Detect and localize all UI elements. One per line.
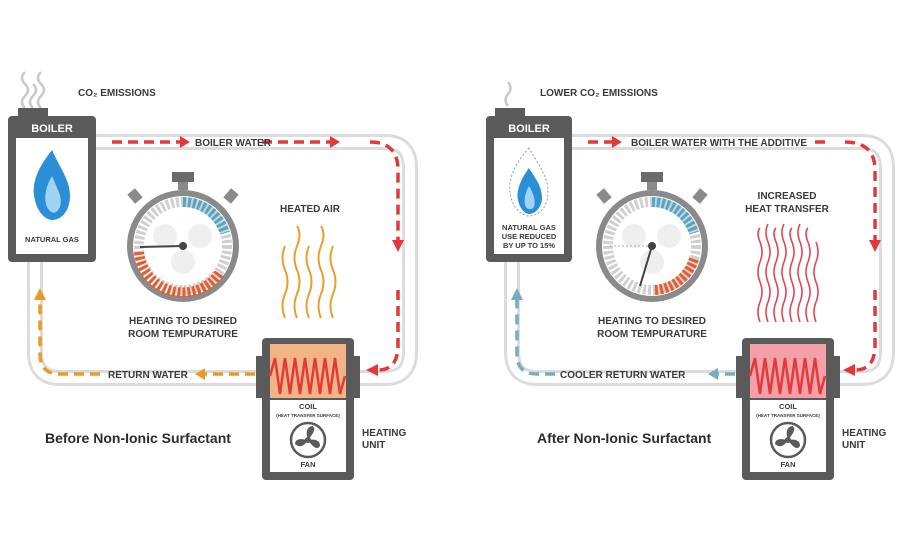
coil-label: COIL — [779, 402, 797, 411]
arrow-icon — [612, 136, 622, 148]
panel-title: After Non-Ionic Surfactant — [537, 430, 712, 446]
emissions-label: LOWER CO₂ EMISSIONS — [540, 88, 658, 99]
arrow-icon — [511, 288, 523, 300]
arrow-icon — [869, 240, 881, 252]
arrow-icon — [392, 240, 404, 252]
boiler: BOILER NATURAL GAS USE REDUCED BY UP TO … — [486, 116, 572, 262]
emissions-label: CO₂ EMISSIONS — [78, 88, 156, 99]
chimney — [18, 108, 48, 116]
arrow-icon — [180, 136, 190, 148]
heating-unit: COIL (HEAT TRANSFER SURFACE) FAN — [256, 338, 360, 480]
fuel-label: NATURAL GAS — [25, 235, 79, 244]
boiler-label: BOILER — [31, 123, 73, 135]
flame-icon — [33, 150, 70, 220]
fuel-label: NATURAL GAS — [502, 223, 556, 232]
arrow-icon — [708, 368, 718, 380]
unit-label: HEATING — [842, 428, 886, 439]
panel-before: CO₂ EMISSIONS BOILER NATURAL GAS BOILER … — [8, 71, 418, 480]
panel-title: Before Non-Ionic Surfactant — [45, 430, 231, 446]
fan-icon — [769, 421, 807, 459]
coil-sublabel: (HEAT TRANSFER SURFACE) — [756, 413, 820, 418]
air-label-line2: HEAT TRANSFER — [745, 204, 829, 215]
heating-unit: COIL (HEAT TRANSFER SURFACE) FAN — [736, 338, 840, 480]
steam-icon — [20, 71, 46, 109]
coil-icon — [268, 357, 347, 395]
boiler: BOILER NATURAL GAS — [8, 116, 96, 262]
arrow-icon — [34, 288, 46, 300]
heat-transfer-waves — [757, 223, 819, 323]
chimney — [495, 108, 525, 116]
unit-label-line2: UNIT — [842, 440, 865, 451]
fan-label: FAN — [301, 460, 316, 469]
gauge-caption: HEATING TO DESIRED — [129, 316, 237, 327]
stopwatch-icon — [596, 172, 708, 302]
arrow-icon — [330, 136, 340, 148]
arrow-icon — [843, 364, 855, 376]
arrow-icon — [195, 368, 205, 380]
return-label: COOLER RETURN WATER — [560, 370, 686, 381]
flow-label: BOILER WATER WITH THE ADDITIVE — [631, 138, 807, 149]
fan-label: FAN — [781, 460, 796, 469]
arrow-icon — [366, 364, 378, 376]
flame-icon — [509, 147, 549, 217]
panel-after: LOWER CO₂ EMISSIONS BOILER NATURAL GAS U… — [486, 81, 895, 480]
coil-icon — [748, 357, 827, 395]
return-label: RETURN WATER — [108, 370, 189, 381]
steam-icon — [504, 81, 512, 107]
coil-sublabel: (HEAT TRANSFER SURFACE) — [276, 413, 340, 418]
stopwatch-icon — [127, 172, 239, 302]
gauge-caption-line2: ROOM TEMPURATURE — [128, 329, 238, 340]
heated-air-waves — [281, 225, 337, 319]
gauge-caption: HEATING TO DESIRED — [598, 316, 706, 327]
fuel-label-line2: USE REDUCED — [502, 232, 557, 241]
air-label: HEATED AIR — [280, 204, 341, 215]
boiler-label: BOILER — [508, 123, 550, 135]
coil-label: COIL — [299, 402, 317, 411]
flow-label: BOILER WATER — [195, 138, 272, 149]
unit-label-line2: UNIT — [362, 440, 385, 451]
unit-label: HEATING — [362, 428, 406, 439]
fuel-label-line3: BY UP TO 15% — [503, 241, 555, 250]
gauge-caption-line2: ROOM TEMPURATURE — [597, 329, 707, 340]
air-label: INCREASED — [758, 191, 817, 202]
fan-icon — [289, 421, 327, 459]
